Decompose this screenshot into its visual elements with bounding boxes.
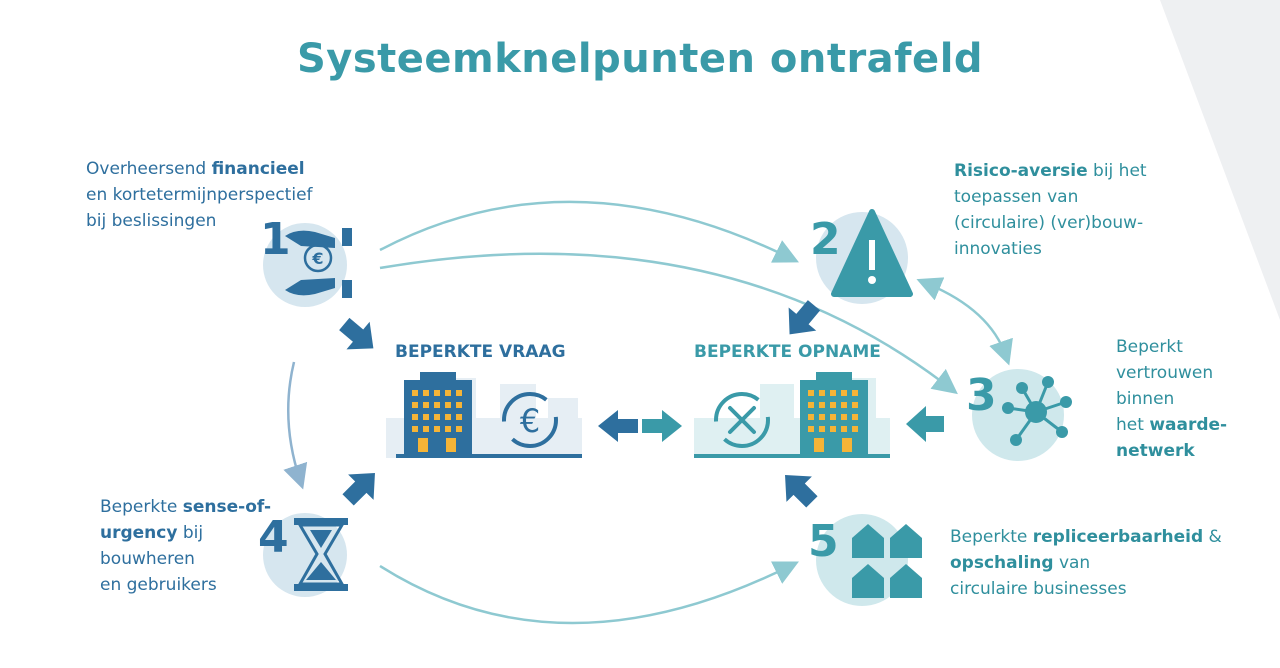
bottleneck-number-1: 1 xyxy=(260,214,291,265)
hourglass-icon xyxy=(263,513,348,597)
bottleneck-label-1: Overheersend financieel en kortetermijnp… xyxy=(86,159,313,231)
hands-euro-icon: € xyxy=(263,223,352,307)
bottleneck-label-5: Beperkte repliceerbaarheid & opschaling … xyxy=(950,527,1222,599)
warning-icon xyxy=(816,209,913,304)
svg-text:€: € xyxy=(311,249,323,268)
block-arrow-5-to-uptake xyxy=(785,475,818,508)
double-arrow-demand-uptake xyxy=(598,410,682,442)
bottleneck-number-3: 3 xyxy=(966,370,997,421)
bottleneck-label-4: Beperkte sense-of- urgency bij bouwheren… xyxy=(100,497,272,595)
block-arrow-4-to-demand xyxy=(342,473,375,506)
arrow-1-to-2 xyxy=(379,200,799,263)
block-arrow-2-to-uptake xyxy=(788,300,821,335)
bottleneck-number-4: 4 xyxy=(258,512,289,563)
block-arrow-3-to-uptake xyxy=(906,406,944,442)
arrow-1-to-3 xyxy=(379,252,958,395)
bottleneck-label-2: Risico-aversie bij het toepassen van (ci… xyxy=(954,161,1147,259)
arrow-1-to-4 xyxy=(283,361,308,490)
bottleneck-number-2: 2 xyxy=(810,214,841,265)
demand-buildings-illustration: € xyxy=(386,372,582,458)
hub-title-demand: BEPERKTE VRAAG xyxy=(395,342,566,362)
page-title: Systeemknelpunten ontrafeld xyxy=(296,36,984,82)
arrow-2-to-3 xyxy=(916,277,1013,366)
arrow-4-to-5 xyxy=(379,561,799,625)
bottleneck-label-3: Beperkt vertrouwen binnen het waarde- ne… xyxy=(1116,337,1228,461)
block-arrow-1-to-demand xyxy=(339,317,374,350)
houses-icon xyxy=(816,514,922,606)
network-icon xyxy=(972,369,1072,461)
svg-text:€: € xyxy=(520,402,540,440)
uptake-buildings-illustration xyxy=(694,372,890,458)
bottleneck-number-5: 5 xyxy=(808,516,839,567)
corner-decoration xyxy=(1160,0,1280,320)
hub-title-uptake: BEPERKTE OPNAME xyxy=(694,342,881,362)
